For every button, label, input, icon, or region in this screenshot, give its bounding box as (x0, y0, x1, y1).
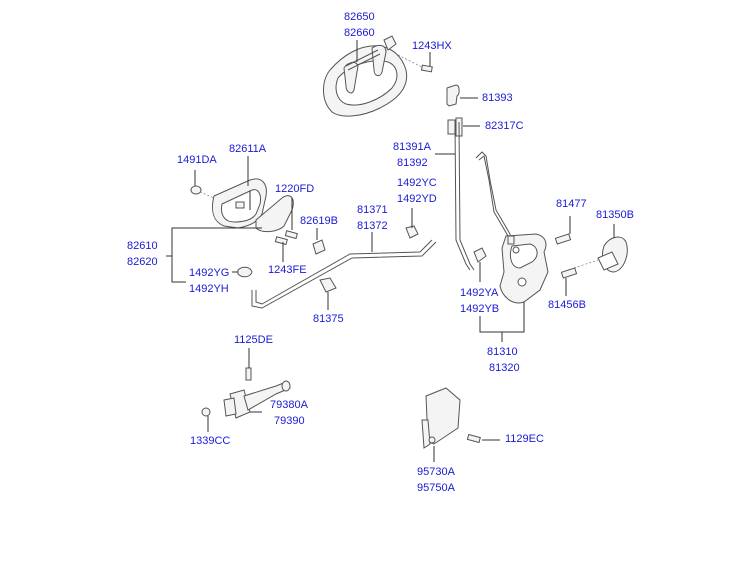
callout-82317c[interactable]: 82317C (485, 120, 524, 136)
rod-81371 (255, 239, 433, 305)
bolt-1125de (245, 367, 252, 381)
callout-81350b[interactable]: 81350B (596, 209, 634, 225)
part-number[interactable]: 81393 (482, 92, 513, 104)
inside-door-handle (211, 178, 294, 233)
part-number[interactable]: 1125DE (234, 334, 273, 346)
callout-1491da[interactable]: 1491DA (177, 154, 217, 170)
part-number[interactable]: 81310 (487, 346, 518, 358)
clip-1492ya (473, 247, 487, 263)
part-number[interactable]: 81375 (313, 313, 344, 325)
callout-81375[interactable]: 81375 (313, 313, 344, 329)
callout-82619b[interactable]: 82619B (300, 215, 338, 231)
door-checker-79380a (223, 380, 291, 419)
module-95730a (421, 387, 461, 449)
part-number[interactable]: 1129EC (505, 433, 544, 445)
callout-81310[interactable]: 81310 81320 (487, 346, 520, 378)
part-number[interactable]: 81391A (393, 141, 431, 153)
callout-1492yg[interactable]: 1492YG 1492YH (189, 267, 229, 299)
part-number[interactable]: 82317C (485, 120, 524, 132)
connector-81375 (319, 277, 337, 293)
screw-81477 (554, 233, 572, 245)
callout-81456b[interactable]: 81456B (548, 299, 586, 315)
callout-1125de[interactable]: 1125DE (234, 334, 273, 350)
part-number[interactable]: 1492YB (460, 303, 500, 315)
part-number[interactable]: 81477 (556, 198, 587, 210)
part-number[interactable]: 79380A (270, 399, 308, 411)
screw-1243hx (397, 54, 433, 73)
door-latch-81310 (499, 233, 549, 304)
callout-1129ec[interactable]: 1129EC (505, 433, 544, 449)
callout-79380a[interactable]: 79380A 79390 (270, 399, 308, 431)
part-number[interactable]: 1243FE (268, 264, 307, 276)
part-number[interactable]: 81392 (397, 157, 428, 169)
part-number[interactable]: 1492YA (460, 287, 499, 299)
part-number[interactable]: 1492YH (189, 283, 229, 295)
part-number[interactable]: 1220FD (275, 183, 315, 195)
outside-door-handle (323, 35, 408, 117)
part-number[interactable]: 82610 (127, 240, 158, 252)
part-number[interactable]: 81456B (548, 299, 586, 311)
callout-1243hx[interactable]: 1243HX (412, 40, 452, 56)
part-number[interactable]: 82650 (344, 11, 375, 23)
part-number[interactable]: 1492YD (397, 193, 437, 205)
callout-82650[interactable]: 82650 82660 (344, 11, 375, 43)
part-number[interactable]: 1339CC (190, 435, 231, 447)
part-number[interactable]: 95750A (417, 482, 455, 494)
link-rod (475, 151, 513, 245)
part-number[interactable]: 81371 (357, 204, 388, 216)
part-number[interactable]: 1492YG (189, 267, 230, 279)
part-number[interactable]: 81320 (489, 362, 520, 374)
callout-1339cc[interactable]: 1339CC (190, 435, 230, 451)
callout-82611a[interactable]: 82611A (229, 143, 266, 159)
callout-1220fd[interactable]: 1220FD (275, 183, 314, 199)
striker-81350b (573, 236, 628, 273)
part-number[interactable]: 81350B (596, 209, 634, 221)
callout-81371[interactable]: 81371 81372 (357, 204, 388, 236)
clip-1491da (190, 185, 215, 199)
part-number[interactable]: 82619B (300, 215, 338, 227)
part-number[interactable]: 82620 (127, 256, 158, 268)
callout-1492yc[interactable]: 1492YC 1492YD (397, 177, 437, 209)
callout-81391a[interactable]: 81391A 81392 (393, 141, 431, 173)
part-number[interactable]: 82611A (229, 143, 267, 155)
part-number[interactable]: 79390 (274, 415, 305, 427)
bracket-82610 (171, 227, 262, 283)
clip-1492yg (237, 266, 253, 278)
screws (274, 230, 298, 246)
callout-1243fe[interactable]: 1243FE (268, 264, 307, 280)
part-number[interactable]: 95730A (417, 466, 455, 478)
nut-1339cc (201, 407, 211, 417)
part-number[interactable]: 1491DA (177, 154, 217, 166)
screw-1129ec (466, 433, 481, 444)
screw-81456b (560, 267, 578, 279)
callout-81477[interactable]: 81477 (556, 198, 587, 214)
callout-81393[interactable]: 81393 (482, 92, 513, 108)
clip-1492yc (405, 225, 419, 239)
cap-82619b (312, 239, 326, 255)
callout-82610[interactable]: 82610 82620 (127, 240, 158, 272)
part-number[interactable]: 82660 (344, 27, 375, 39)
callout-95730a[interactable]: 95730A 95750A (417, 466, 455, 498)
callout-1492ya[interactable]: 1492YA 1492YB (460, 287, 499, 319)
part-number[interactable]: 1243HX (412, 40, 452, 52)
clip-81393 (446, 84, 460, 107)
part-number[interactable]: 81372 (357, 220, 388, 232)
rod-81391a (454, 121, 471, 271)
part-number[interactable]: 1492YC (397, 177, 437, 189)
